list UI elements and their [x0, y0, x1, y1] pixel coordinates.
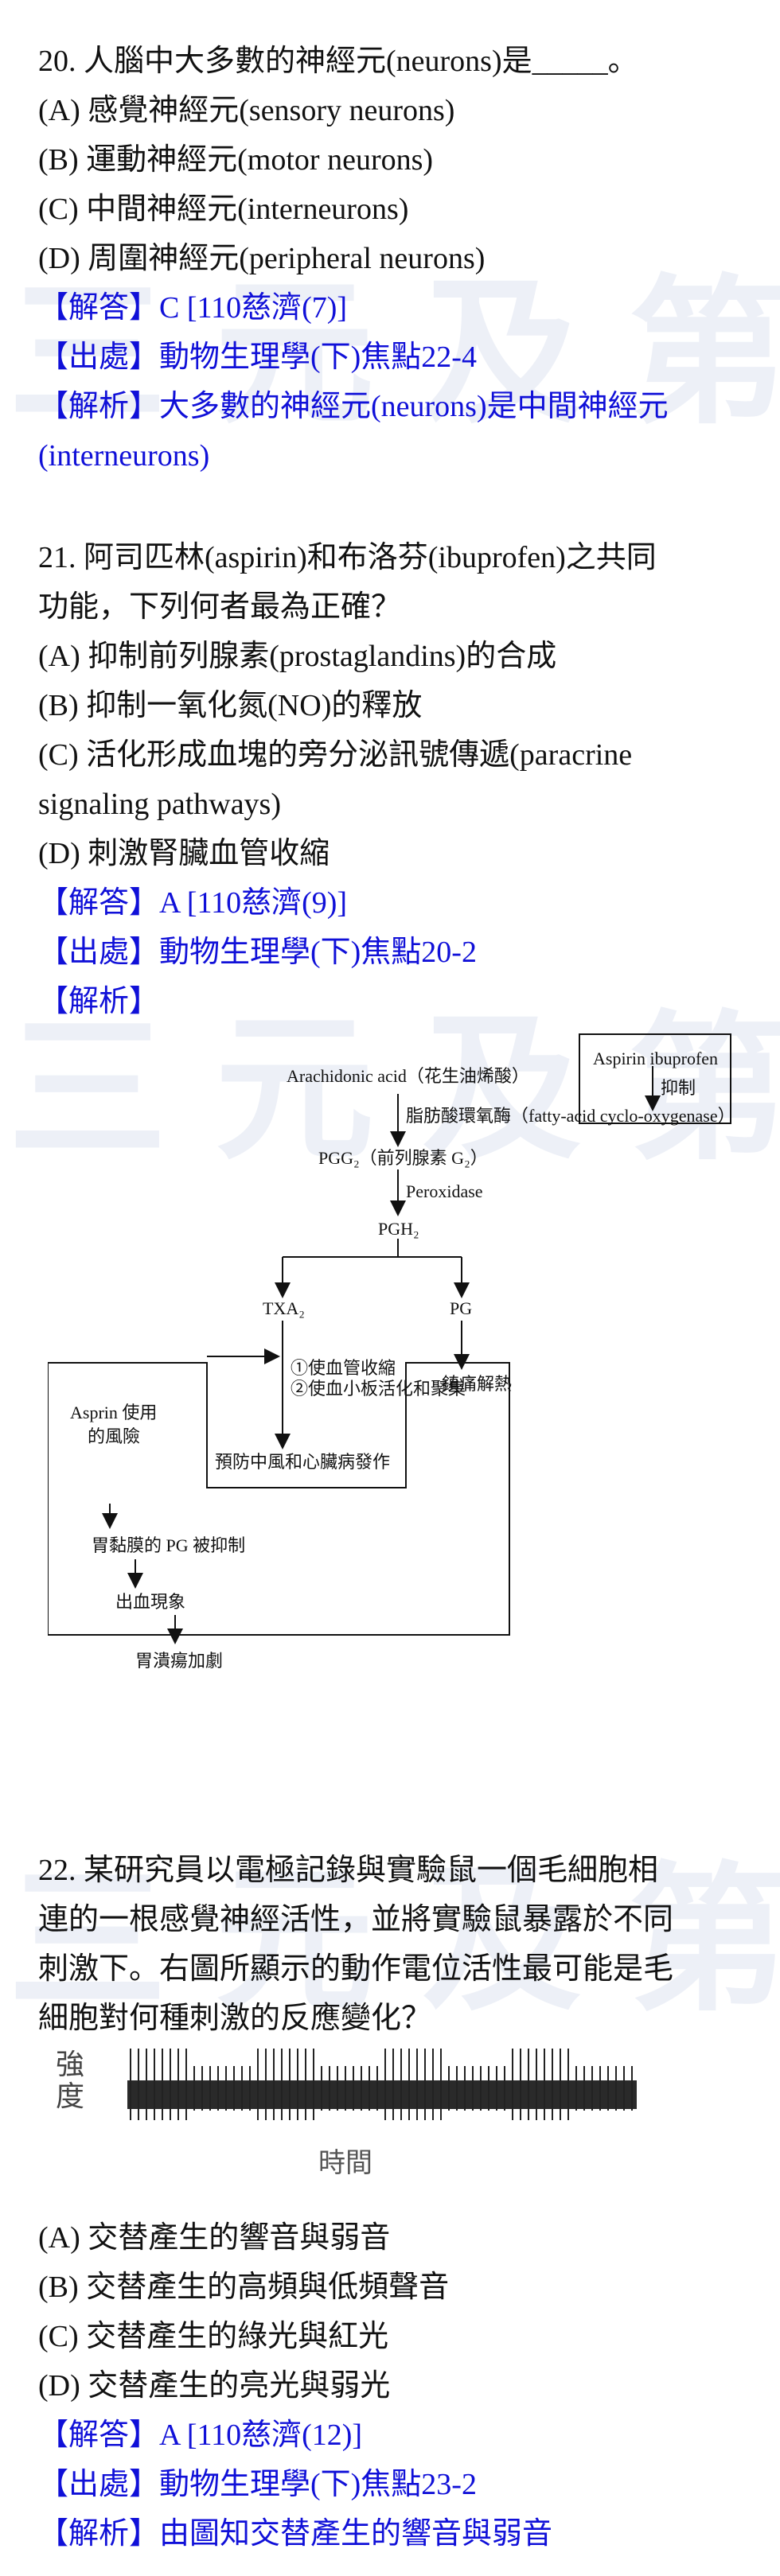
pgg2-label: PGG₂（前列腺素 G₂）: [318, 1148, 488, 1168]
risk-box: [48, 1362, 510, 1636]
option-a: (A) 抑制前列腺素(prostaglandins)的合成: [38, 640, 557, 673]
answer-line: 【解答】A [110慈濟(12)]: [38, 2418, 363, 2452]
option-c: (C) 活化形成血塊的旁分泌訊號傳遞(paracrine: [38, 738, 633, 772]
question-stem-continued: 功能，下列何者最為正確？: [38, 590, 402, 624]
option-a: (A) 感覺神經元(sensory neurons): [38, 94, 455, 127]
source-line: 【出處】動物生理學(下)焦點20-2: [38, 936, 477, 969]
platelet-activation-label: ②使血小板活化和聚集: [291, 1379, 466, 1399]
gastric-pg-label: 胃黏膜的 PG 被抑制: [92, 1535, 245, 1555]
action-potential-figure: 強 度 時間: [48, 2033, 653, 2184]
spike-train: [130, 2049, 633, 2120]
answer-line: 【解答】C [110慈濟(7)]: [38, 291, 348, 325]
question-stem-continued: 連的一根感覺神經活性，並將實驗鼠暴露於不同: [38, 1903, 674, 1936]
option-c-continued: signaling pathways): [38, 788, 282, 821]
ulcer-label: 胃潰瘍加劇: [135, 1651, 223, 1671]
aspirin-box: [579, 1033, 731, 1124]
analysis-line: 【解析】大多數的神經元(neurons)是中間神經元: [38, 390, 669, 423]
stroke-prevention-label: 預防中風和心臟病發作: [215, 1452, 390, 1472]
peroxidase-label: Peroxidase: [406, 1181, 483, 1201]
question-stem-continued: 細胞對何種刺激的反應變化？: [38, 2002, 432, 2035]
option-a: (A) 交替產生的響音與弱音: [38, 2221, 391, 2255]
option-b: (B) 運動神經元(motor neurons): [38, 143, 434, 177]
cyclooxygenase-label: 脂肪酸環氧酶（fatty-acid cyclo-oxygenase）: [406, 1106, 735, 1126]
inhibit-label: 抑制: [661, 1078, 696, 1098]
intensity-label-continued: 度: [56, 2080, 84, 2113]
analysis-line-continued: (interneurons): [38, 439, 210, 473]
source-line: 【出處】動物生理學(下)焦點23-2: [38, 2468, 477, 2501]
question-stem: 20. 人腦中大多數的神經元(neurons)是_____。: [38, 45, 638, 78]
option-b: (B) 抑制一氧化氮(NO)的釋放: [38, 689, 423, 722]
option-d: (D) 刺激腎臟血管收縮: [38, 837, 330, 870]
option-d: (D) 周圍神經元(peripheral neurons): [38, 242, 486, 275]
bleeding-label: 出血現象: [115, 1592, 185, 1612]
source-line: 【出處】動物生理學(下)焦點22-4: [38, 340, 477, 374]
vasoconstriction-label: ①使血管收縮: [291, 1358, 396, 1378]
spike-svg: 強 度 時間: [56, 2049, 637, 2179]
option-b: (B) 交替產生的高頻與低頻聲音: [38, 2271, 450, 2304]
option-d: (D) 交替產生的亮光與弱光: [38, 2369, 391, 2403]
question-22-options: (A) 交替產生的響音與弱音 (B) 交替產生的高頻與低頻聲音 (C) 交替產生…: [38, 2213, 755, 2558]
aspirin-risk-label: Asprin 使用: [70, 1403, 157, 1422]
question-21: 21. 阿司匹林(aspirin)和布洛芬(ibuprofen)之共同 功能，下…: [38, 533, 755, 1026]
aspirin-box-label: Aspirin ibuprofen: [593, 1049, 718, 1068]
pgh2-label: PGH₂: [378, 1219, 419, 1239]
analysis-line: 【解析】: [38, 985, 160, 1018]
time-label: 時間: [318, 2147, 372, 2179]
question-stem: 21. 阿司匹林(aspirin)和布洛芬(ibuprofen)之共同: [38, 541, 657, 574]
prostaglandin-pathway-diagram: Aspirin ibuprofen 抑制 Arachidonic acid（花生…: [48, 1030, 748, 1746]
aspirin-risk-label-continued: 的風險: [88, 1426, 140, 1446]
pg-label: PG: [450, 1298, 472, 1318]
analgesic-label: 鎮痛解熱: [442, 1374, 512, 1394]
txa2-label: TXA₂: [263, 1298, 305, 1318]
answer-line: 【解答】A [110慈濟(9)]: [38, 886, 348, 920]
option-c: (C) 交替產生的綠光與紅光: [38, 2320, 389, 2353]
intensity-label: 強: [56, 2049, 84, 2081]
question-stem: 22. 某研究員以電極記錄與實驗鼠一個毛細胞相: [38, 1854, 659, 1887]
question-22: 22. 某研究員以電極記錄與實驗鼠一個毛細胞相 連的一根感覺神經活性，並將實驗鼠…: [38, 1846, 755, 2043]
arachidonic-acid-label: Arachidonic acid（花生油烯酸）: [287, 1066, 529, 1086]
question-20: 20. 人腦中大多數的神經元(neurons)是_____。 (A) 感覺神經元…: [38, 37, 755, 481]
question-stem-continued: 刺激下。右圖所顯示的動作電位活性最可能是毛: [38, 1952, 674, 1986]
option-c: (C) 中間神經元(interneurons): [38, 193, 409, 226]
analysis-line: 【解析】由圖知交替產生的響音與弱音: [38, 2517, 553, 2551]
pathway-svg: Aspirin ibuprofen 抑制 Arachidonic acid（花生…: [48, 1033, 735, 1671]
